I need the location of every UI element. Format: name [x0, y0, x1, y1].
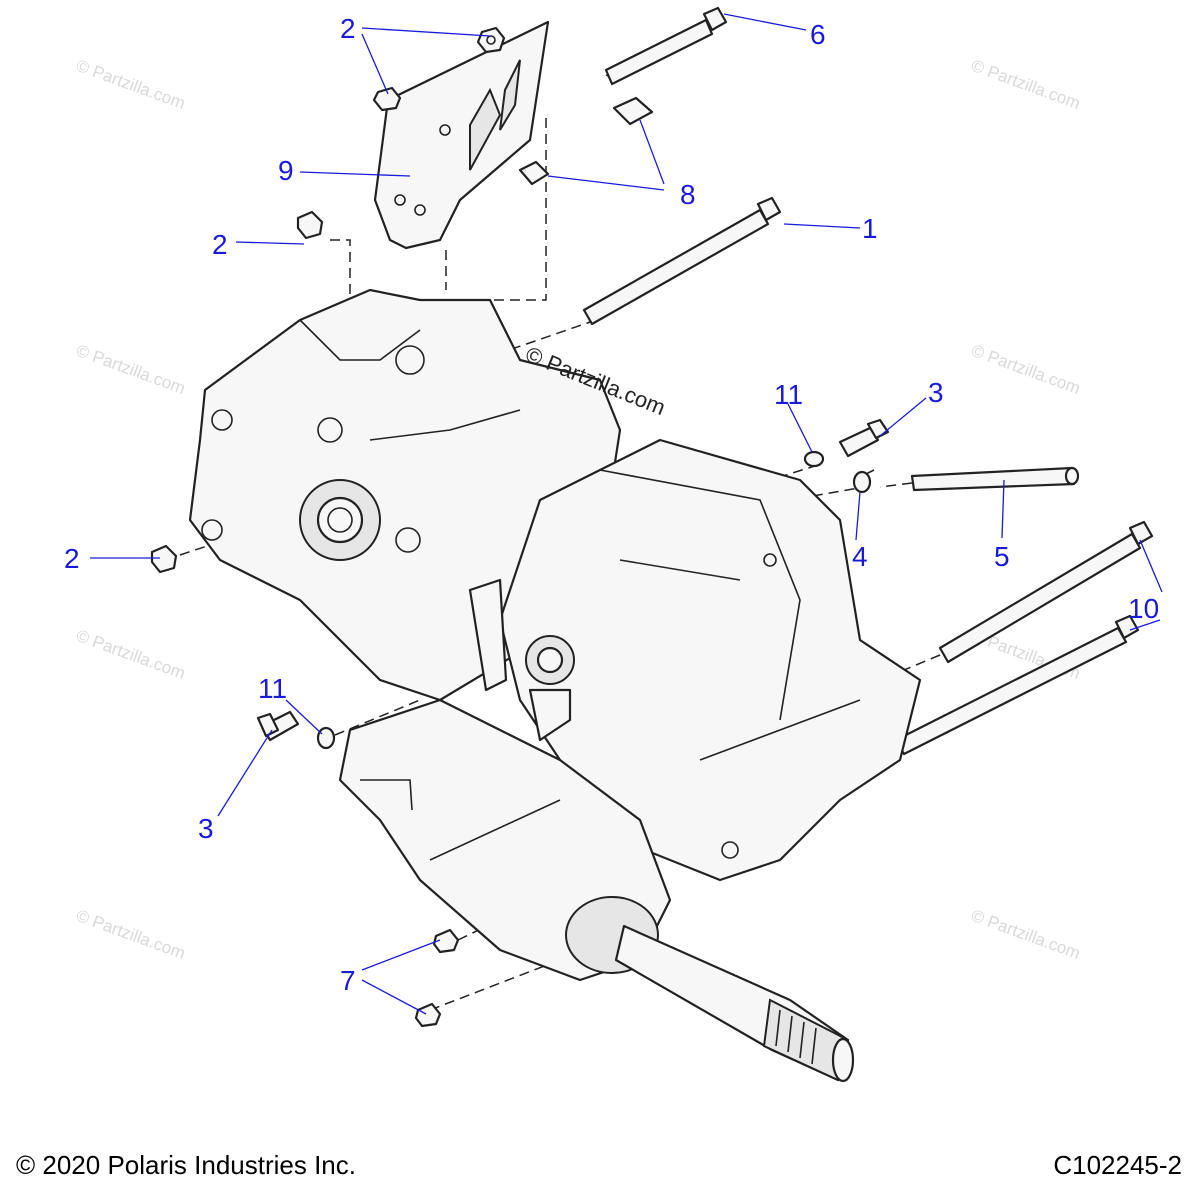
- mounting-bracket: [373, 20, 550, 250]
- shift-actuator: [468, 578, 575, 742]
- callout-8: 8: [680, 179, 696, 210]
- short-bolt: [838, 418, 890, 458]
- callout-5: 5: [994, 541, 1010, 572]
- callout-2: 2: [64, 543, 80, 574]
- long-bolt: [938, 520, 1154, 664]
- callout-7: 7: [340, 965, 356, 996]
- short-bolt: [518, 96, 654, 186]
- long-bolt: [604, 6, 728, 86]
- watermark-tile: © Partzilla.com: [74, 906, 188, 963]
- output-shaft: [614, 924, 855, 1083]
- callout-3: 3: [198, 813, 214, 844]
- flange-nut: [476, 26, 506, 54]
- callout-numbers: 2 6 9 8 1 2 11 3 4 5 2 10 11 3 7: [64, 13, 1159, 996]
- flange-nut: [150, 544, 178, 574]
- diagram-code: C102245-2: [1053, 1150, 1182, 1180]
- short-bolt: [256, 710, 300, 742]
- watermark-tile: © Partzilla.com: [969, 56, 1083, 113]
- flange-nut: [432, 928, 460, 954]
- hose: [910, 466, 1080, 492]
- hose-clamp: [852, 469, 875, 494]
- transmission-housing: [188, 288, 922, 982]
- callout-11: 11: [774, 379, 803, 410]
- callout-11: 11: [258, 673, 287, 704]
- flange-nut: [296, 210, 324, 240]
- callout-1: 1: [862, 213, 878, 244]
- callout-6: 6: [810, 19, 826, 50]
- callout-2: 2: [340, 13, 356, 44]
- watermark-tile: © Partzilla.com: [969, 906, 1083, 963]
- flange-nut: [414, 1002, 442, 1028]
- long-bolt: [582, 196, 782, 326]
- watermark-tile: © Partzilla.com: [74, 341, 188, 398]
- watermark-tile: © Partzilla.com: [74, 56, 188, 113]
- copyright-notice: © 2020 Polaris Industries Inc.: [16, 1150, 356, 1180]
- callout-2: 2: [212, 229, 228, 260]
- callout-4: 4: [852, 541, 868, 572]
- callout-3: 3: [928, 377, 944, 408]
- long-bolt: [894, 614, 1140, 756]
- callout-9: 9: [278, 155, 294, 186]
- callout-10: 10: [1128, 593, 1159, 624]
- flange-nut: [372, 86, 402, 112]
- leader-lines: [90, 13, 1163, 1015]
- washer: [803, 450, 825, 468]
- washer: [316, 726, 336, 750]
- watermark-tile: © Partzilla.com: [969, 341, 1083, 398]
- watermark-tile: © Partzilla.com: [74, 626, 188, 683]
